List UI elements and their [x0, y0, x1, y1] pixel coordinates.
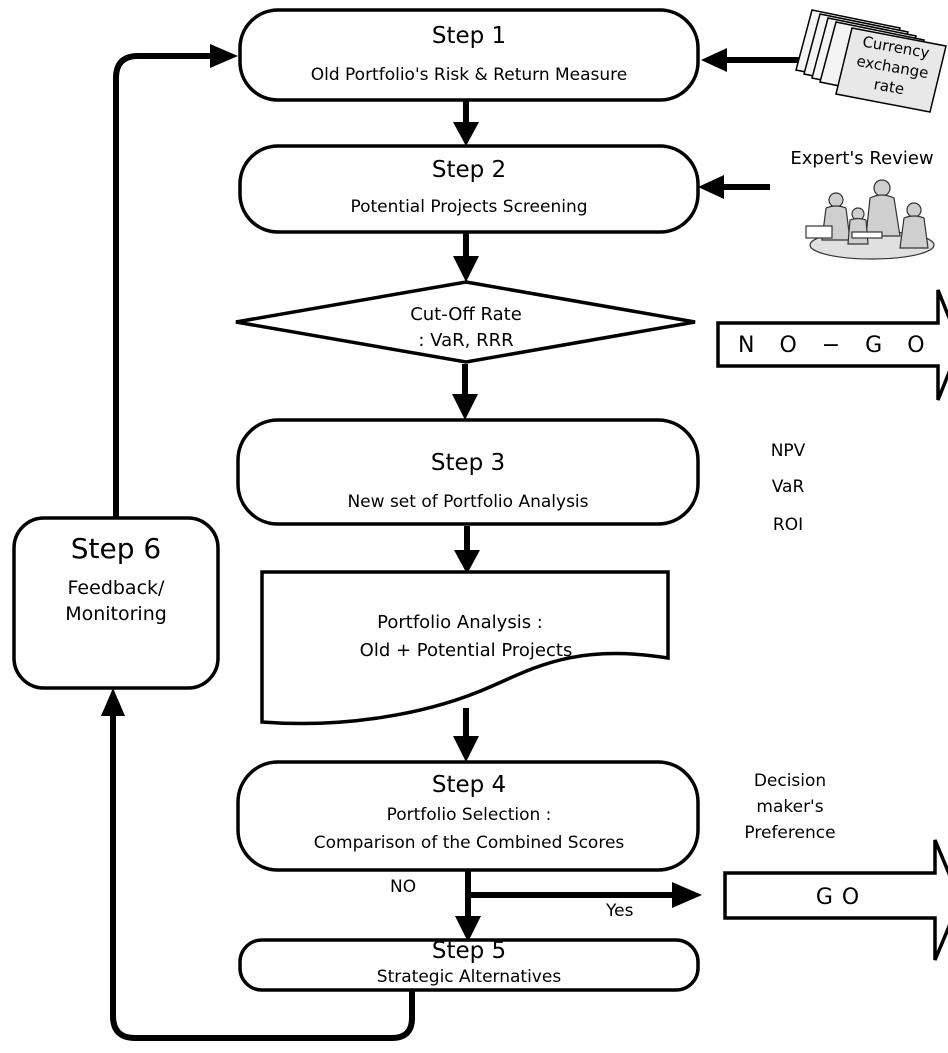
- step2-box: [238, 144, 700, 234]
- arrowhead-into-step6: [101, 688, 125, 716]
- decision-line1: Cut-Off Rate: [410, 304, 522, 325]
- step5-desc: Strategic Alternatives: [377, 967, 562, 987]
- document-line1: Portfolio Analysis :: [377, 612, 543, 633]
- decision-maker-line1: Decision: [754, 771, 826, 791]
- yes-branch-arrowhead: [672, 882, 702, 908]
- main-flow-arrows: [452, 100, 481, 942]
- arrowhead-into-step1: [210, 44, 238, 68]
- step1-title: Step 1: [432, 23, 506, 49]
- decision-line2: : VaR, RRR: [418, 330, 513, 351]
- nogo-block-arrow: [716, 289, 948, 401]
- step4-desc1: Portfolio Selection :: [387, 805, 552, 825]
- step6-box: [12, 516, 220, 690]
- portfolio-analysis-document: [260, 570, 670, 726]
- step2-title: Step 2: [432, 157, 506, 183]
- experts-meeting-icon: [805, 179, 935, 260]
- no-label: NO: [390, 877, 416, 897]
- currency-papers-icon: [795, 9, 947, 113]
- expert-input-arrowhead: [698, 175, 724, 199]
- decision-maker-line3: Preference: [744, 823, 835, 843]
- document-line2: Old + Potential Projects: [360, 640, 573, 661]
- step3-desc: New set of Portfolio Analysis: [347, 492, 588, 512]
- step5-title: Step 5: [432, 938, 506, 964]
- metric-var: VaR: [772, 477, 805, 497]
- step6-desc2: Monitoring: [65, 603, 167, 625]
- metric-npv: NPV: [771, 441, 806, 461]
- go-label: GO: [816, 885, 868, 910]
- step5-box: [238, 938, 700, 992]
- yes-label: Yes: [605, 901, 634, 921]
- step2-desc: Potential Projects Screening: [350, 197, 587, 217]
- step1-desc: Old Portfolio's Risk & Return Measure: [311, 65, 628, 85]
- step6-desc1: Feedback/: [68, 577, 165, 599]
- expert-review-label: Expert's Review: [790, 148, 933, 169]
- step4-desc2: Comparison of the Combined Scores: [314, 833, 625, 853]
- metric-roi: ROI: [773, 515, 803, 535]
- step1-box: [238, 8, 700, 102]
- step4-title: Step 4: [432, 772, 506, 798]
- cutoff-decision: [235, 280, 696, 364]
- decision-maker-line2: maker's: [756, 797, 823, 817]
- currency-input-arrowhead: [701, 48, 727, 72]
- step3-box: [236, 418, 700, 526]
- step6-title: Step 6: [71, 532, 161, 565]
- nogo-label: N O − G O: [738, 333, 934, 358]
- feedback-loop-top: [113, 53, 212, 518]
- step4-box: [236, 760, 700, 872]
- feedback-loop-bottom: [110, 712, 415, 1041]
- currency-line3: rate: [872, 75, 905, 98]
- step3-title: Step 3: [431, 450, 505, 476]
